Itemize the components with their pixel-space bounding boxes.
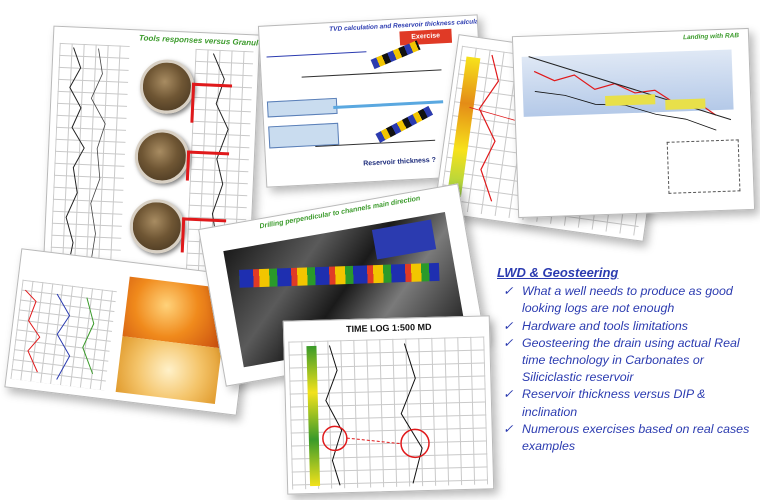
info-box-1 bbox=[266, 97, 338, 118]
check-icon: ✓ bbox=[503, 335, 514, 350]
list-item: ✓Hardware and tools limitations bbox=[497, 318, 759, 335]
list-item: ✓What a well needs to produce as good lo… bbox=[503, 284, 733, 316]
info-heading: LWD & Geosteering bbox=[497, 265, 619, 280]
annotation-box bbox=[666, 139, 741, 194]
yellow-zone-2 bbox=[665, 98, 706, 110]
list-item: ✓Numerous exercises based on real cases … bbox=[503, 421, 750, 454]
check-icon: ✓ bbox=[503, 284, 514, 299]
list-item: ✓Geosteering the drain using actual Real… bbox=[503, 335, 740, 385]
log-curves bbox=[24, 289, 95, 380]
feature-list: ✓What a well needs to produce as good lo… bbox=[497, 283, 759, 455]
gamma-ray-line bbox=[266, 51, 367, 58]
gr-reading-line bbox=[301, 69, 442, 78]
slide-time-log: TIME LOG 1:500 MD bbox=[282, 315, 495, 495]
tool-graphic-1 bbox=[370, 40, 421, 70]
info-panel: LWD & Geosteering ✓What a well needs to … bbox=[497, 264, 759, 455]
check-icon: ✓ bbox=[503, 421, 514, 436]
list-item: ✓Reservoir thickness versus DIP & inclin… bbox=[503, 387, 706, 419]
slide-carbonates bbox=[4, 248, 254, 416]
slide-landing-rab: Landing with RAB bbox=[511, 27, 756, 219]
check-icon: ✓ bbox=[503, 318, 514, 333]
reservoir-question: Reservoir thickness ? bbox=[363, 156, 437, 168]
log-curves bbox=[322, 343, 430, 486]
yellow-zone bbox=[605, 94, 656, 106]
check-icon: ✓ bbox=[503, 387, 514, 402]
tool-graphic-2 bbox=[375, 105, 434, 143]
